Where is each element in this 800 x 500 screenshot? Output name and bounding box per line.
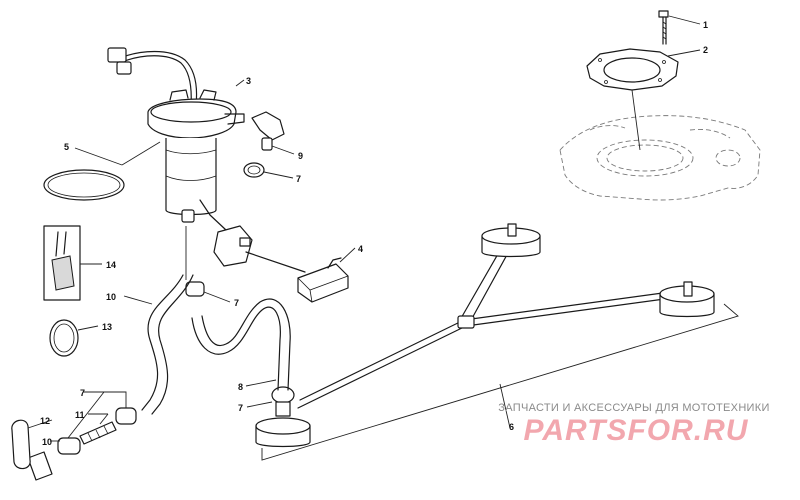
- fuel-line-hose-part: [191, 298, 291, 391]
- hose-part-long: [123, 226, 194, 415]
- hose-clamp-part: [11, 419, 53, 470]
- callout-7-lower-right: 7: [238, 403, 243, 413]
- callout-4: 4: [358, 244, 363, 254]
- callout-10-upper: 10: [106, 292, 116, 302]
- hose-part-short: [27, 440, 60, 481]
- callout-10-lower: 10: [42, 437, 52, 447]
- ring-clamp-part: [49, 319, 99, 357]
- callout-3: 3: [246, 76, 251, 86]
- o-ring-part: [43, 141, 161, 201]
- callout-7-upper: 7: [296, 174, 301, 184]
- callout-6: 6: [509, 422, 514, 432]
- callout-8: 8: [238, 382, 243, 392]
- watermark-caption: ЗАПЧАСТИ И АКСЕССУАРЫ ДЛЯ МОТОТЕХНИКИ: [498, 402, 770, 414]
- callout-labels: 1 2 3 4 5 6 7 7 7 7 8 9 10 10 11 12 13 1…: [40, 20, 708, 447]
- callout-14: 14: [106, 260, 116, 270]
- clamp-part-middle: [185, 281, 231, 303]
- clamp-part-lower-right: [246, 386, 295, 408]
- fuel-tank-outline: [559, 115, 761, 201]
- bolt-part: [658, 10, 701, 45]
- retaining-ring-part: [586, 48, 701, 151]
- fuel-pump-assembly: [107, 47, 306, 273]
- callout-7-lower-left: 7: [80, 388, 85, 398]
- callout-5: 5: [64, 142, 69, 152]
- barbed-fitting-part: [79, 413, 117, 445]
- watermark-logo: PARTSFOR.RU: [523, 414, 749, 447]
- clamp-part-lower-left: [57, 391, 137, 455]
- elbow-fitting-part: [251, 111, 295, 155]
- callout-13: 13: [102, 322, 112, 332]
- clamp-part-upper: [243, 162, 294, 179]
- connector-part: [43, 225, 102, 301]
- callout-7-middle: 7: [234, 298, 239, 308]
- crossover-line-assembly: [255, 223, 739, 461]
- sender-module-part: [297, 247, 356, 303]
- callout-9: 9: [298, 151, 303, 161]
- callout-2: 2: [703, 45, 708, 55]
- callout-12: 12: [40, 416, 50, 426]
- callout-1: 1: [703, 20, 708, 30]
- callout-11: 11: [75, 410, 85, 420]
